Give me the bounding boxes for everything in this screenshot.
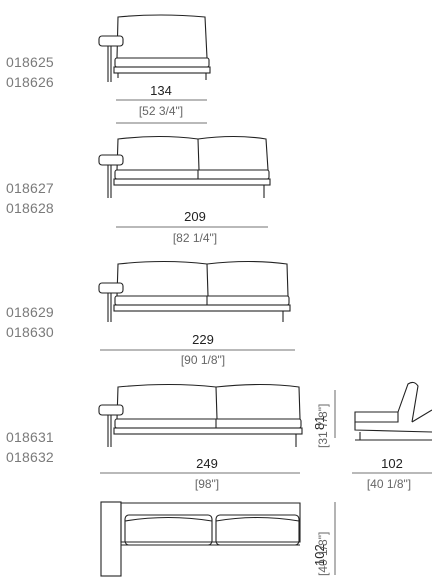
product-code: 018630: [6, 324, 54, 340]
width-dimension-inches: [52 3/4"]: [138, 104, 184, 118]
product-codes-209: 018627 018628: [6, 178, 54, 218]
sofa-module-209-front-view: [98, 135, 271, 198]
product-code: 018626: [6, 74, 54, 90]
product-codes-249: 018631 018632: [6, 427, 54, 467]
sofa-module-249-front-view: [98, 383, 303, 447]
height-dimension-inches: [31 7/8"]: [316, 403, 330, 448]
width-dimension-cm: 209: [184, 209, 206, 224]
product-codes-134: 018625 018626: [6, 52, 54, 92]
top-depth-inches: [40 1/8"]: [316, 531, 330, 576]
product-codes-229: 018629 018630: [6, 302, 54, 342]
product-code: 018625: [6, 54, 54, 70]
sofa-side-view: [354, 381, 432, 441]
width-dimension-cm: 229: [192, 332, 214, 347]
product-code: 018629: [6, 304, 54, 320]
width-dimension-inches: [98"]: [194, 477, 220, 491]
sofa-module-134-front-view: [98, 14, 211, 82]
width-dimension-cm: 134: [150, 83, 172, 98]
width-dimension-cm: 249: [196, 456, 218, 471]
side-depth-inches: [40 1/8"]: [366, 477, 412, 491]
width-dimension-inches: [82 1/4"]: [172, 231, 218, 245]
product-code: 018631: [6, 429, 54, 445]
product-code: 018628: [6, 200, 54, 216]
sofa-top-view: [100, 501, 301, 577]
width-dimension-inches: [90 1/8"]: [180, 353, 226, 367]
product-code: 018627: [6, 180, 54, 196]
side-depth-cm: 102: [381, 456, 403, 471]
product-code: 018632: [6, 449, 54, 465]
sofa-module-229-front-view: [98, 260, 291, 322]
